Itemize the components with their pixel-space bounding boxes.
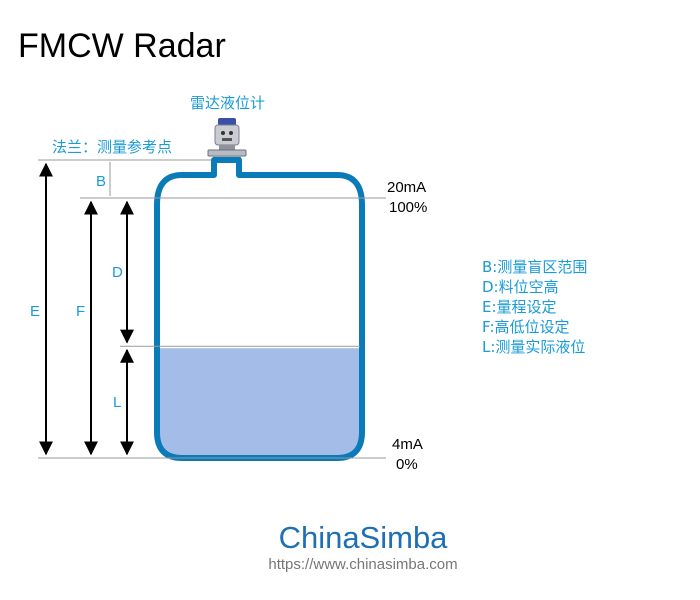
- bottom-percent-label: 0%: [396, 456, 418, 473]
- flange-label: 法兰：测量参考点: [52, 138, 172, 156]
- liquid-fill: [157, 348, 362, 458]
- top-percent-label: 100%: [389, 199, 427, 216]
- radar-sensor-icon: [207, 118, 247, 160]
- dimension-label-d: D: [112, 264, 123, 281]
- legend-item-b: B:测量盲区范围: [482, 258, 587, 276]
- dimension-label-f: F: [76, 303, 85, 320]
- legend-item-f: F:高低位设定: [482, 318, 570, 336]
- legend-item-l: L:测量实际液位: [482, 338, 585, 356]
- dimension-label-l: L: [113, 394, 121, 411]
- dimension-label-b: B: [96, 173, 106, 190]
- legend: B:测量盲区范围 D:料位空高 E:量程设定 F:高低位设定 L:测量实际液位: [482, 258, 587, 356]
- brand-url[interactable]: https://www.chinasimba.com: [268, 556, 457, 573]
- dimension-label-e: E: [30, 303, 40, 320]
- bottom-current-label: 4mA: [392, 436, 423, 453]
- top-current-label: 20mA: [387, 179, 426, 196]
- page-title: FMCW Radar: [18, 27, 226, 65]
- device-label: 雷达液位计: [190, 94, 265, 112]
- legend-item-e: E:量程设定: [482, 298, 557, 316]
- brand-name: ChinaSimba: [279, 520, 449, 555]
- legend-item-d: D:料位空高: [482, 278, 559, 296]
